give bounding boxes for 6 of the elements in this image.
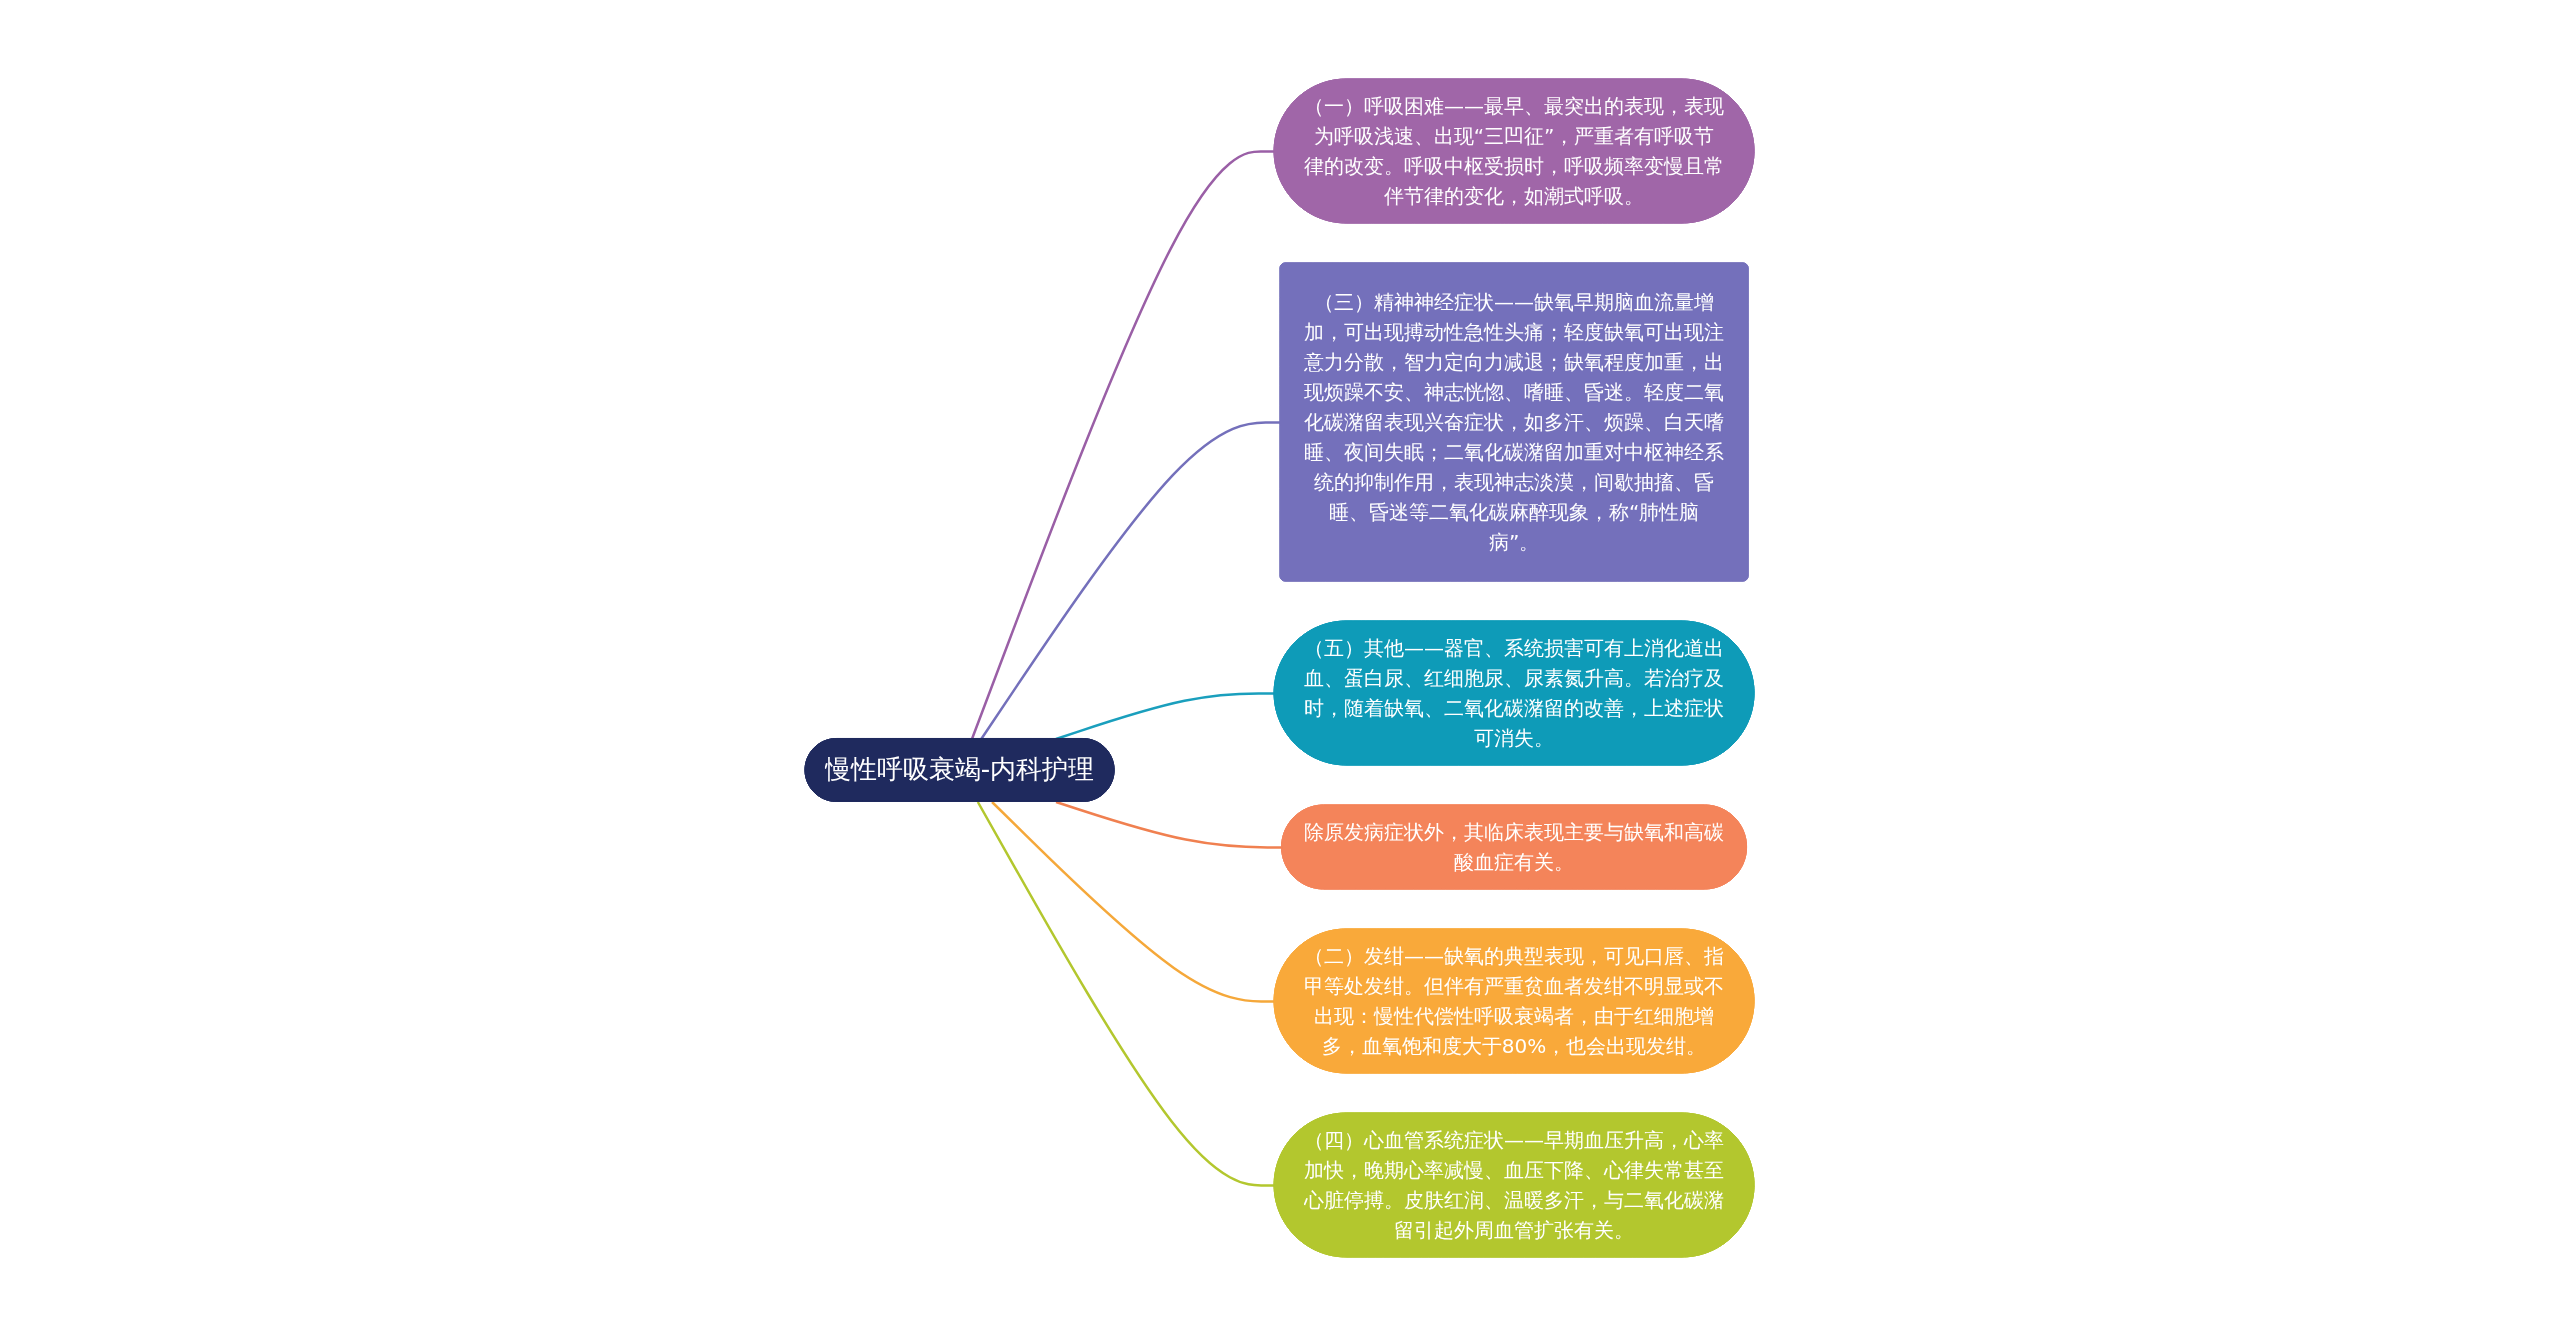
mind-map: 慢性呼吸衰竭-内科护理 （一）呼吸困难——最早、最突出的表现，表现为呼吸浅速、出现“三凹征”，严重者有呼吸节律的改变。呼吸中枢受损时，呼吸频率变慢且常伴节律的变化，如潮式呼吸。 （三）精神神经症状——缺氧早期脑血流量增加，可出现搏动性急性头痛；轻度缺氧可出现注意力分散，智力定向力减退；缺氧程度加重，出现烦躁不安、神志恍惚、嗜睡、昏迷。轻度二氧化碳潴留表现兴奋症状，如多汗、烦躁、白天嗜睡、夜间失眠；二氧化碳潴留加重对中枢神经系统的抑制作用，表现神志淡漠，间歇抽搐、昏睡、昏迷等二氧化碳麻醉现象，称“肺性脑病”。 （五）其他——器官、系统损害可有上消化道出血、蛋白尿、红细胞尿、尿素氮升高。若治疗及时，随着缺氧、二氧化碳潴留的改善，上述症状可消失。 除原发病症状外，其临床表现主要与缺氧和高碳酸血症有关。 （二）发绀——缺氧的典型表现，可见口唇、指甲等处发绀。但伴有严重贫血者发绀不明显或不出现：慢性代偿性呼吸衰竭者，由于红细胞增多，血氧饱和度大于80%，也会出现发绀。 （四）心血管系统症状——早期血压升高，心率加快，晚期心率减慢、血压下降、心律失常甚至心脏停搏。皮肤红润、温暖多汗，与二氧化碳潴留引起外周血管扩张有关。	[797, 71, 1763, 1265]
connector	[971, 150, 1276, 740]
connector	[980, 421, 1282, 740]
connector	[977, 801, 1276, 1187]
connector	[991, 801, 1276, 1003]
connector	[1056, 800, 1283, 849]
